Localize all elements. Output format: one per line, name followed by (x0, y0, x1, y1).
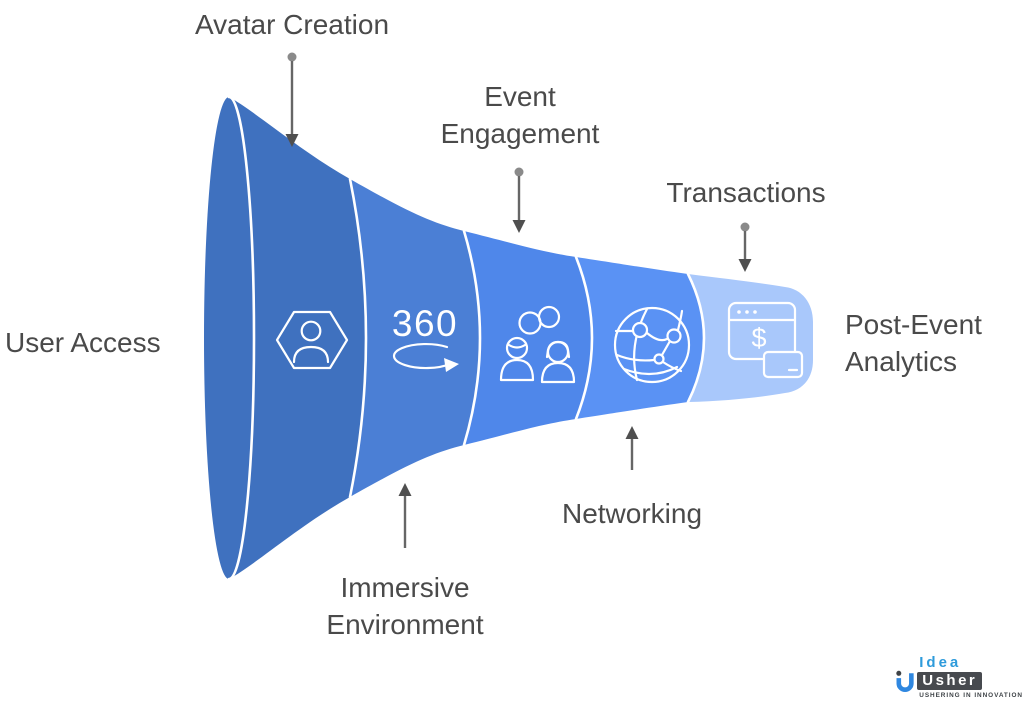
logo-u-shape (896, 673, 914, 692)
separator-2 (462, 229, 482, 447)
logo-dot (896, 670, 902, 676)
avatar-creation-arrow (285, 52, 299, 147)
separator-1 (348, 177, 368, 499)
idea-usher-logomark (896, 670, 914, 692)
funnel-segments (204, 97, 813, 579)
label-transactions: Transactions (666, 177, 826, 208)
attendees-link-icon (499, 305, 576, 384)
immersive-environment-arrow (398, 483, 412, 548)
dollar-glyph: $ (751, 323, 766, 353)
360-text: 360 (392, 303, 458, 344)
logo-tagline: USHERING IN INNOVATION (919, 692, 1023, 699)
funnel-segment-engagement (464, 231, 592, 445)
callout-arrows (285, 52, 752, 548)
separator-4 (686, 272, 706, 404)
label-user-access: User Access (5, 327, 161, 358)
label-networking: Networking (561, 498, 703, 529)
segment-icons: 360 (275, 301, 804, 384)
separator-3 (574, 255, 594, 421)
globe-network-icon (613, 306, 691, 384)
funnel-mouth-rim (227, 95, 256, 581)
avatar-in-hexagon-icon (275, 310, 349, 370)
idea-usher-logo: Idea Usher USHERING IN INNOVATION (893, 655, 1023, 709)
label-immersive-environment: Immersive Environment (326, 572, 484, 640)
360-rotation-icon: 360 (392, 303, 459, 372)
transactions-arrow (738, 222, 752, 272)
funnel-segment-immersive (350, 179, 480, 497)
networking-arrow (625, 426, 639, 470)
label-post-event-analytics: Post-Event Analytics (845, 309, 982, 377)
label-avatar-creation: Avatar Creation (194, 9, 390, 40)
logo-brand-usher: Usher (917, 672, 983, 690)
funnel-segment-user-access (204, 97, 366, 579)
label-event-engagement: Event Engagement (440, 81, 600, 149)
logo-brand-idea: Idea (919, 654, 962, 671)
browser-payment-card-icon: $ (727, 301, 804, 379)
event-engagement-arrow (512, 167, 526, 233)
funnel-separators (227, 95, 706, 581)
